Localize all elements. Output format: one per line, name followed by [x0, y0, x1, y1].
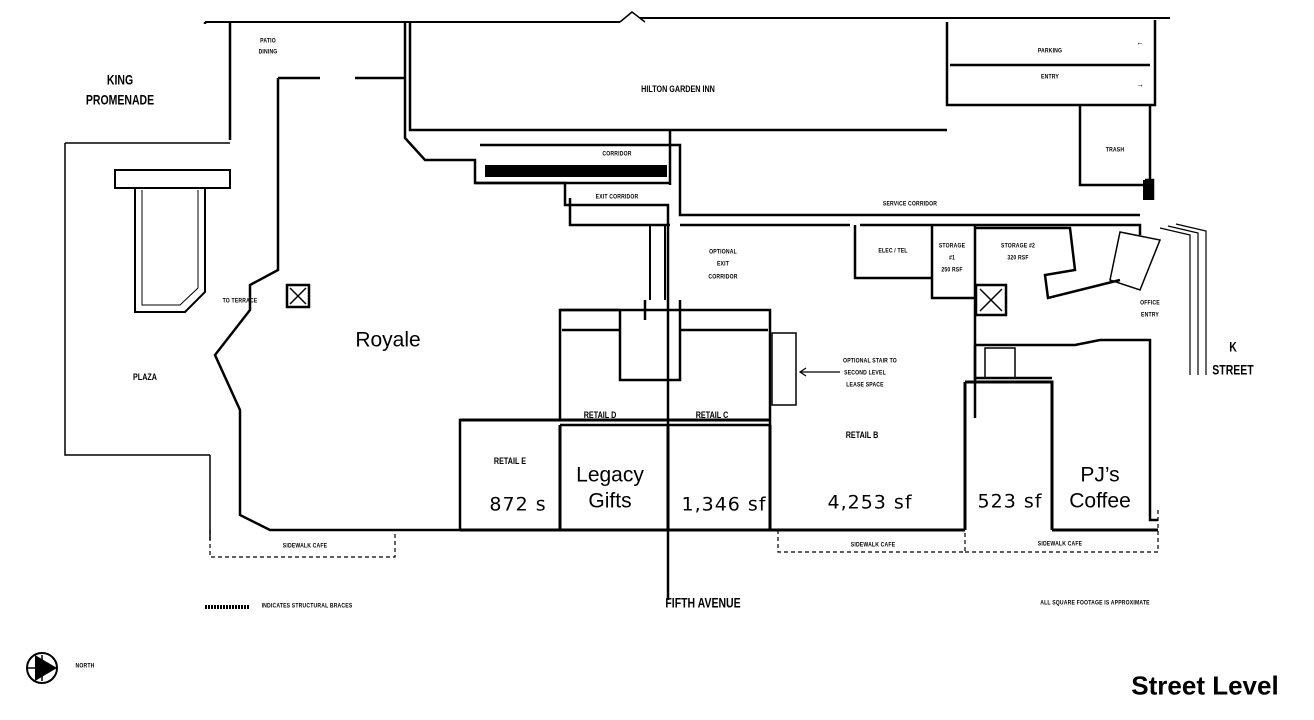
patio-label-1: PATIO [260, 38, 276, 45]
structural-wall [485, 165, 667, 177]
k-street-rails [1159, 223, 1207, 375]
patio-label-2: DINING [258, 49, 278, 56]
storage1-label-3: 250 RSF [941, 267, 963, 274]
storage2-label-2: 320 RSF [1007, 255, 1029, 262]
retail-e-label: RETAIL E [493, 456, 527, 467]
retail-d-label: RETAIL D [583, 410, 617, 421]
site-left-line [203, 22, 232, 140]
optional-stair [771, 332, 797, 406]
pjs-coffee-label-1: PJ’s [1080, 463, 1120, 487]
optional-stair-arrow [798, 367, 840, 377]
retail-center [560, 300, 772, 427]
sidewalk-cafe-east-label: SIDEWALK CAFE [1037, 541, 1083, 548]
elevator-east-x [979, 288, 1003, 312]
optional-stair-label-1: OPTIONAL STAIR TO [843, 358, 897, 365]
k-street-label-1: K [1229, 338, 1237, 355]
planter-inner [141, 190, 199, 306]
to-terrace-label: TO TERRACE [222, 298, 258, 305]
corridor-walls [475, 143, 1140, 227]
trash-label: TRASH [1105, 147, 1125, 154]
planter [114, 169, 231, 313]
retail-a-size: 523 sf [977, 490, 1043, 513]
arrow-left-icon: ← [1136, 37, 1144, 48]
sidewalk-cafe-east [965, 510, 1159, 553]
retail-e-size: 872 s [489, 493, 547, 516]
north-label: NORTH [75, 663, 95, 670]
legacy-gifts-label-1: Legacy [576, 463, 644, 487]
sidewalk-cafe-west [209, 530, 396, 558]
parking-label: PARKING [1037, 48, 1063, 55]
retail-b-label: RETAIL B [845, 430, 879, 441]
trash-door-post [1143, 180, 1153, 200]
site-boundary-top [205, 17, 1170, 23]
royale-label: Royale [355, 328, 421, 352]
retail-c-label: RETAIL C [695, 410, 729, 421]
opt-exit-label-3: CORRIDOR [708, 274, 738, 281]
hilton-outline [408, 22, 947, 185]
k-street-label-2: STREET [1212, 361, 1254, 378]
legacy-gifts-label-2: Gifts [588, 489, 632, 513]
sidewalk-cafe-center-label: SIDEWALK CAFE [850, 542, 896, 549]
braces-note: INDICATES STRUCTURAL BRACES [261, 603, 353, 610]
north-arrow-icon [26, 652, 58, 684]
service-corridor-bottom [680, 223, 1142, 235]
royale-outline [213, 22, 670, 600]
hilton-east [945, 20, 1157, 107]
hilton-label: HILTON GARDEN INN [641, 84, 715, 95]
retail-c-size: 1,346 sf [681, 493, 767, 516]
pjs-coffee-label-2: Coffee [1069, 489, 1131, 513]
elec-tel-label: ELEC / TEL [878, 248, 908, 255]
sidewalk-cafe-center [777, 530, 966, 553]
king-promenade-label-2: PROMENADE [85, 91, 155, 108]
entry-label: ENTRY [1041, 74, 1059, 81]
elevator-east [974, 283, 1008, 317]
exit-corridor-label: EXIT CORRIDOR [595, 194, 639, 201]
opt-exit-label-2: EXIT [716, 261, 730, 268]
office-entry-label-2: ENTRY [1141, 312, 1159, 319]
storage1-label-1: STORAGE [938, 243, 966, 250]
retail-partitions [460, 380, 1158, 532]
storage1-label-2: #1 [948, 255, 956, 262]
page-title: Street Level [1131, 670, 1279, 701]
storage2-label-1: STORAGE #2 [1001, 243, 1035, 250]
optional-stair-label-2: SECOND LEVEL [844, 370, 886, 377]
elec-room [853, 225, 977, 418]
elevator-west-x [289, 287, 307, 305]
king-promenade-label-1: KING [106, 71, 134, 88]
approx-note: ALL SQUARE FOOTAGE IS APPROXIMATE [1040, 600, 1150, 607]
plaza-label: PLAZA [133, 372, 157, 383]
storage2-room [975, 226, 1121, 300]
elevator-west [285, 283, 311, 309]
sidewalk-cafe-west-label: SIDEWALK CAFE [282, 543, 328, 550]
corridor-label: CORRIDOR [602, 151, 632, 158]
opt-exit-label-1: OPTIONAL [709, 249, 737, 256]
service-corridor-label: SERVICE CORRIDOR [882, 201, 938, 208]
arrow-right-icon: → [1136, 79, 1144, 90]
exit-corridor-shaft [649, 225, 666, 300]
fifth-avenue-label: FIFTH AVENUE [665, 594, 741, 611]
plaza-outline [64, 142, 230, 540]
stair-east [1109, 231, 1162, 291]
office-entry-label-1: OFFICE [1140, 300, 1160, 307]
retail-b-size: 4,253 sf [827, 491, 913, 514]
optional-stair-label-3: LEASE SPACE [846, 382, 884, 389]
stair-pjs [984, 347, 1016, 379]
lobby-divider [619, 11, 646, 23]
